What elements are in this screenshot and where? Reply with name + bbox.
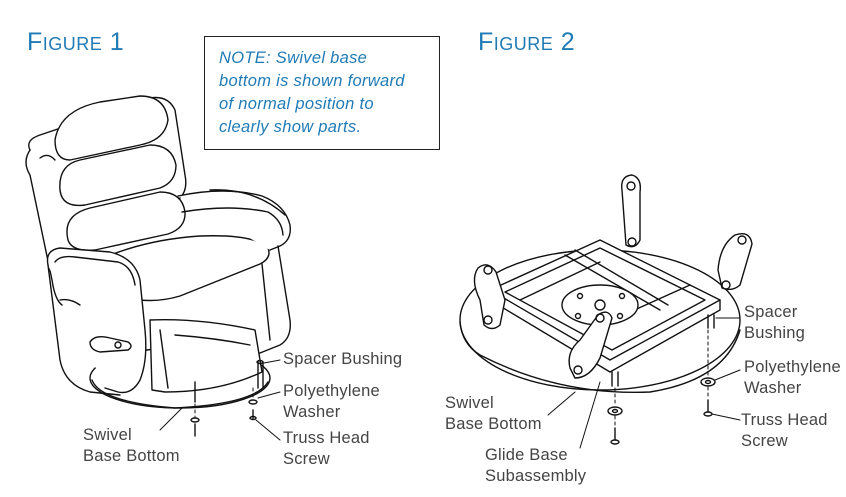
note-box: NOTE: Swivel base bottom is shown forwar… xyxy=(204,36,440,150)
label-screw-fig1: Screw xyxy=(283,450,330,468)
label-spacer-fig2: Spacer xyxy=(744,303,798,321)
note-line-1: NOTE: Swivel base xyxy=(219,49,368,67)
underside-drawing xyxy=(459,174,753,445)
label-base-bottom-fig1: Base Bottom xyxy=(83,447,180,465)
label-base-bottom-fig2: Base Bottom xyxy=(445,415,542,433)
label-polyethylene-fig1: Polyethylene xyxy=(283,382,380,400)
note-line-4: clearly show parts. xyxy=(219,118,362,136)
figure-1-title-text: Figure 1 xyxy=(27,28,125,56)
label-swivel-fig2: Swivel xyxy=(445,394,494,412)
label-polyethylene-fig2: Polyethylene xyxy=(744,358,841,376)
label-screw-fig2: Screw xyxy=(741,432,788,450)
label-truss-head-fig1: Truss Head xyxy=(283,429,370,447)
figure-2-leader-lines xyxy=(547,317,741,449)
figure-2-title: Figure 2 xyxy=(478,28,575,57)
label-bushing-fig2: Bushing xyxy=(744,324,806,342)
figure-1-leader-lines xyxy=(159,359,281,441)
figure-2-title-text: Figure 2 xyxy=(478,28,576,56)
figure-1-title: Figure 1 xyxy=(27,28,124,57)
label-swivel-fig1: Swivel xyxy=(83,426,132,444)
note-line-3: of normal position to xyxy=(219,95,374,113)
note-line-2: bottom is shown forward xyxy=(219,72,405,90)
label-washer-fig2: Washer xyxy=(744,379,802,397)
label-washer-fig1: Washer xyxy=(283,403,341,421)
recliner-chair-drawing xyxy=(25,95,291,437)
label-glide-base-fig2: Glide Base xyxy=(485,446,568,464)
label-truss-head-fig2: Truss Head xyxy=(741,411,828,429)
label-spacer-bushing-fig1: Spacer Bushing xyxy=(283,350,403,368)
label-subassembly-fig2: Subassembly xyxy=(485,467,587,485)
